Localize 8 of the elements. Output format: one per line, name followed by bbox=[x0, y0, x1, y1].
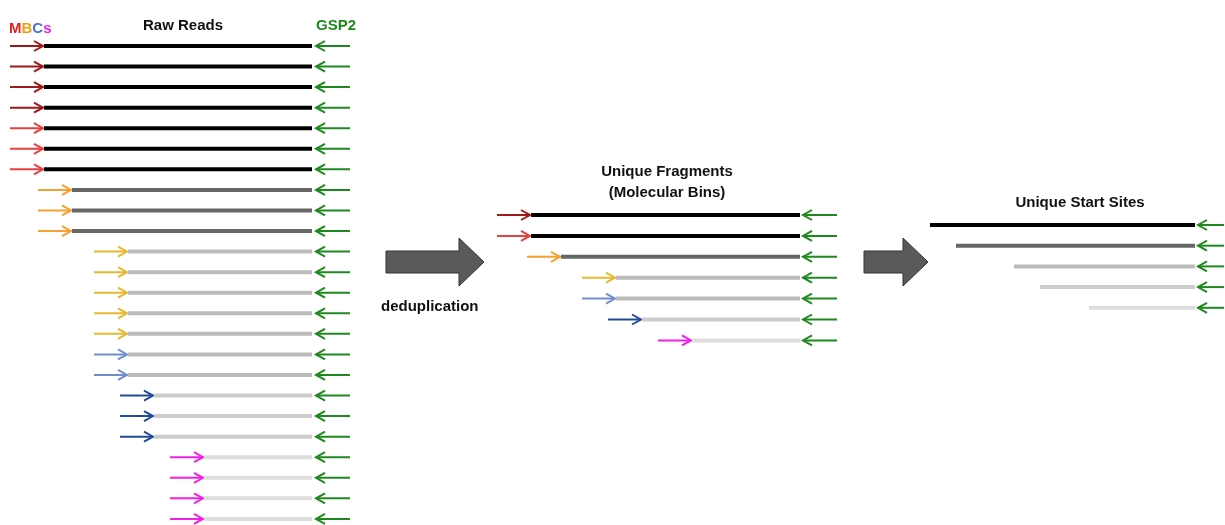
block-arrow bbox=[863, 237, 929, 287]
block-arrow bbox=[385, 237, 485, 287]
panel-heading: Raw Reads bbox=[141, 15, 224, 35]
primer-label: GSP2 bbox=[314, 15, 356, 35]
primer-label: MBCs bbox=[9, 18, 53, 38]
edge-label: deduplication bbox=[381, 297, 479, 315]
panel-heading: Unique Fragments (Molecular Bins) bbox=[600, 161, 734, 202]
panel-heading: Unique Start Sites bbox=[1014, 192, 1146, 212]
